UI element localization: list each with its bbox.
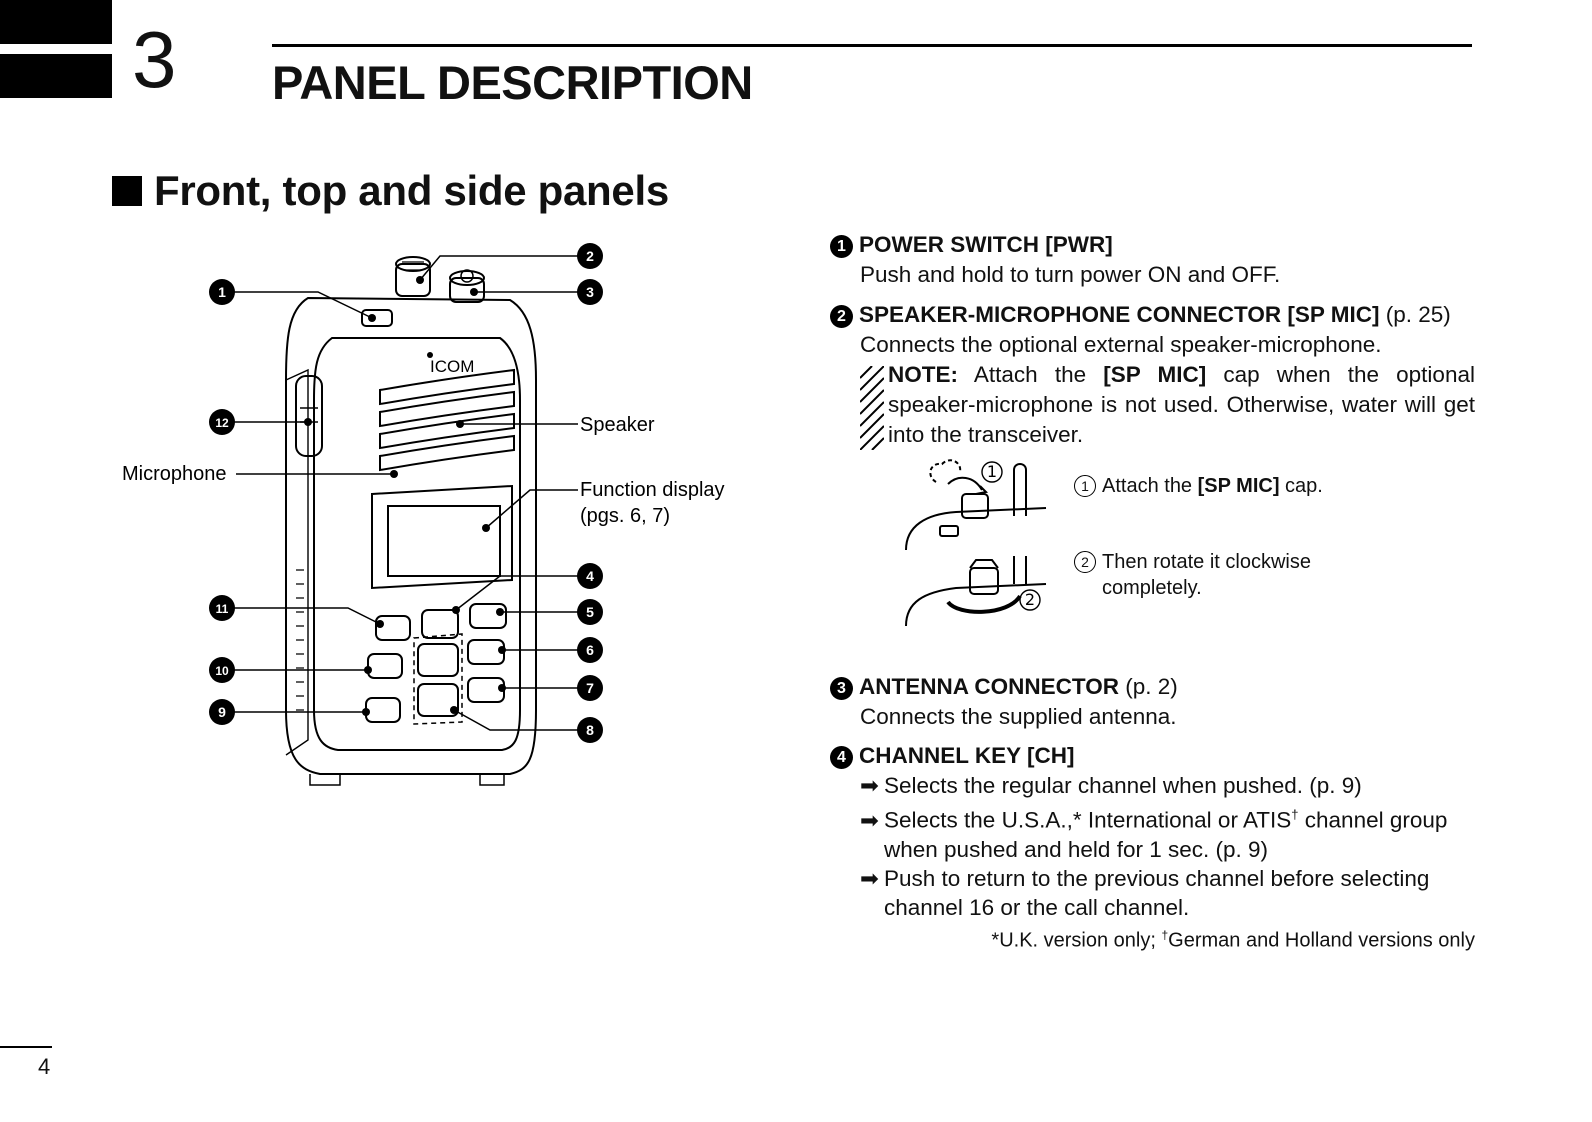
key-down	[417, 683, 459, 717]
label-speaker: Speaker	[580, 414, 655, 436]
brand-logo: ICOM	[430, 357, 474, 376]
footnote: *U.K. version only; †German and Holland …	[991, 927, 1475, 952]
callout-2: 2	[577, 243, 603, 269]
item-channel-key: 4 CHANNEL KEY [CH] ➡Selects the regular c…	[830, 741, 1475, 953]
power-key	[361, 309, 393, 327]
item-title: ANTENNA CONNECTOR	[859, 674, 1120, 699]
arrow-icon: ➡	[860, 865, 879, 891]
bullet-item: ➡Push to return to the previous channel …	[860, 865, 1430, 920]
callout-10: 10	[209, 657, 235, 683]
item-title: SPEAKER-MICROPHONE CONNECTOR [SP MIC]	[859, 302, 1380, 327]
item-number-badge: 3	[830, 677, 853, 700]
callout-9: 9	[209, 699, 235, 725]
svg-text:8: 8	[586, 722, 594, 738]
callout-1: 1	[209, 279, 235, 305]
chapter-title: PANEL DESCRIPTION	[272, 56, 753, 109]
svg-text:2: 2	[586, 248, 594, 264]
item-power-switch: 1 POWER SWITCH [PWR] Push and hold to tur…	[830, 230, 1475, 290]
bullet-item: ➡Selects the regular channel when pushed…	[860, 773, 1362, 798]
note-label: NOTE:	[888, 362, 958, 387]
side-ptt	[295, 375, 323, 457]
svg-text:9: 9	[218, 704, 226, 720]
item-sp-mic-connector: 2 SPEAKER-MICROPHONE CONNECTOR [SP MIC] (…	[830, 300, 1475, 450]
key-10	[367, 653, 403, 679]
step-2-continued: completely.	[1102, 577, 1202, 599]
callout-4: 4	[577, 563, 603, 589]
page-number-rule	[0, 1046, 52, 1048]
speaker-grille	[379, 368, 515, 472]
radio-body-outline	[285, 296, 537, 775]
item-number-badge: 2	[830, 305, 853, 328]
note-hatch-icon	[860, 366, 884, 450]
svg-text:3: 3	[586, 284, 594, 300]
callout-11: 11	[209, 595, 235, 621]
arrow-icon: ➡	[860, 807, 879, 833]
bullet-item: ➡Selects the U.S.A.,* International or A…	[860, 807, 1448, 862]
callout-5: 5	[577, 599, 603, 625]
item-title: POWER SWITCH [PWR]	[859, 232, 1113, 257]
svg-text:11: 11	[216, 602, 229, 616]
item-number-badge: 4	[830, 746, 853, 769]
svg-text:7: 7	[586, 680, 594, 696]
chapter-tab-divider	[0, 44, 112, 54]
callout-12: 12	[209, 409, 235, 435]
page-reference: (p. 25)	[1385, 302, 1451, 327]
key-11	[375, 615, 411, 641]
svg-text:2: 2	[1025, 590, 1035, 609]
svg-text:1: 1	[218, 284, 226, 300]
item-antenna-connector: 3 ANTENNA CONNECTOR (p. 2) Connects the s…	[830, 672, 1475, 732]
key-5	[469, 603, 507, 629]
callout-6: 6	[577, 637, 603, 663]
sp-mic-cap-illustration: 1 2	[905, 459, 1047, 627]
sp-mic-knob	[395, 263, 431, 297]
header-rule	[272, 44, 1472, 47]
item-description: Connects the supplied antenna.	[860, 704, 1177, 729]
note-block: NOTE: Attach the [SP MIC] cap when the o…	[830, 360, 1475, 450]
antenna-connector	[449, 277, 485, 303]
step-number: 1	[1074, 475, 1096, 497]
callout-8: 8	[577, 717, 603, 743]
item-title: CHANNEL KEY [CH]	[859, 743, 1075, 768]
chapter-number: 3	[132, 15, 177, 104]
callout-3: 3	[577, 279, 603, 305]
item-description: Push and hold to turn power ON and OFF.	[860, 262, 1281, 287]
page-reference: (p. 2)	[1125, 674, 1178, 699]
key-channel	[421, 609, 459, 639]
key-up	[417, 643, 459, 677]
arrow-icon: ➡	[860, 773, 879, 798]
svg-text:12: 12	[215, 416, 229, 430]
svg-text:6: 6	[586, 642, 594, 658]
key-9	[365, 697, 401, 723]
radio-diagram: ICOM	[122, 243, 725, 786]
svg-text:1: 1	[987, 462, 997, 481]
step-number: 2	[1074, 551, 1096, 573]
label-function-display-pages: (pgs. 6, 7)	[580, 505, 670, 527]
callout-7: 7	[577, 675, 603, 701]
label-microphone: Microphone	[122, 463, 227, 485]
section-title: Front, top and side panels	[112, 166, 669, 216]
label-function-display: Function display	[580, 479, 725, 501]
svg-text:5: 5	[586, 604, 594, 620]
section-square-icon	[112, 176, 142, 206]
function-display	[387, 505, 501, 577]
radio-body-inner-outline	[313, 337, 521, 751]
svg-text:4: 4	[586, 568, 594, 584]
page-number: 4	[38, 1054, 51, 1079]
svg-text:10: 10	[215, 664, 229, 678]
note-key: [SP MIC]	[1103, 362, 1207, 387]
item-description: Connects the optional external speaker-m…	[860, 332, 1382, 357]
item-number-badge: 1	[830, 235, 853, 258]
